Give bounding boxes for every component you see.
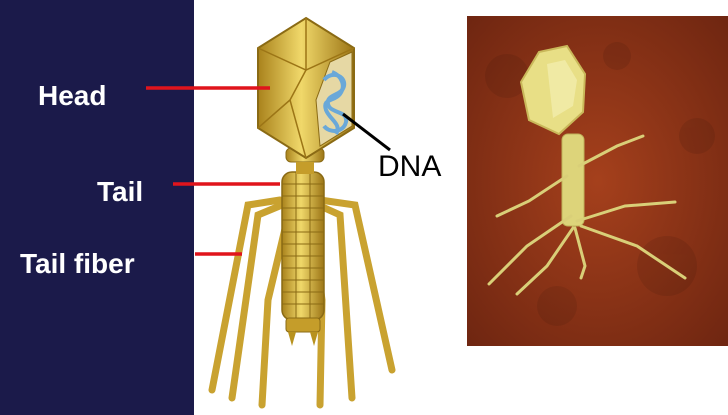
capsid-head: [258, 18, 354, 158]
label-head: Head: [38, 80, 106, 112]
micrograph-image: [467, 16, 728, 346]
label-dna: DNA: [378, 150, 441, 184]
label-tail-fiber: Tail fiber: [20, 248, 135, 280]
dna-pointer-line: [343, 114, 390, 150]
label-tail: Tail: [97, 176, 143, 208]
tail-sheath: [282, 172, 324, 346]
